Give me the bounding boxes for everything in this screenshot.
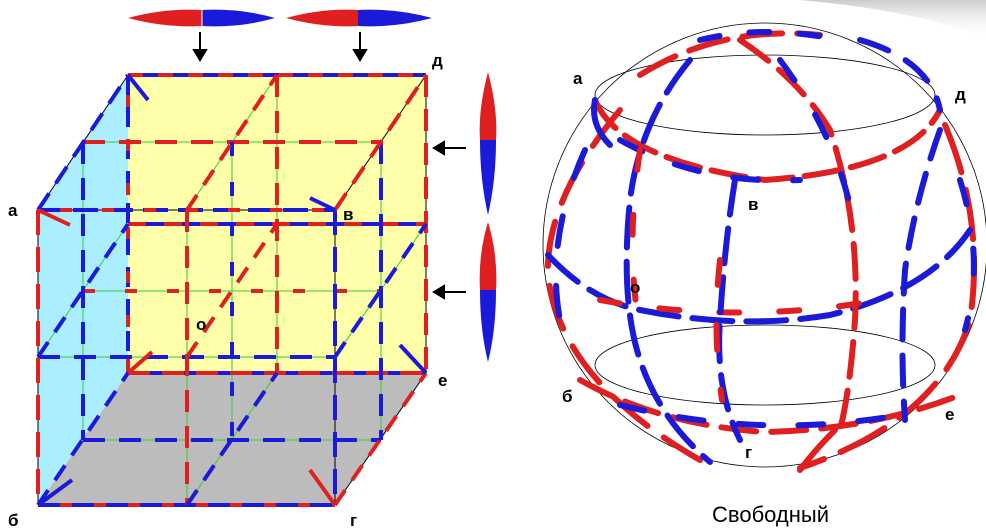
cube-label-g: г [350,511,357,529]
arrow-icon [432,140,466,300]
corner-shadow [800,0,986,40]
sphere-label-e: е [945,405,954,424]
magnet-right-lower [479,222,497,362]
cube-label-b: б [8,511,19,529]
cube-label-a: а [8,201,18,220]
cube-magnet-lines [36,73,428,507]
sphere-label-g: г [745,443,752,462]
sphere-label-b: б [562,387,573,406]
sphere-label-o: о [630,278,640,297]
cube-label-v: в [343,205,353,224]
cube-label-d: д [432,51,443,70]
sphere-figure: а б в г д е о [542,22,986,473]
caption: Свободный [712,502,829,527]
magnet-top-left [128,9,275,27]
sphere-label-v: в [748,195,758,214]
sphere-label-d: д [955,85,966,104]
sphere-magnet-lines [544,29,978,473]
arrow-icon [192,32,368,62]
cube-label-e: е [438,371,447,390]
cube-label-o: о [196,315,206,334]
sphere-label-a: а [573,69,583,88]
cube-figure: а б в г д е о [8,51,447,529]
magnet-right-upper [479,72,497,215]
magnet-top-right [286,9,432,27]
